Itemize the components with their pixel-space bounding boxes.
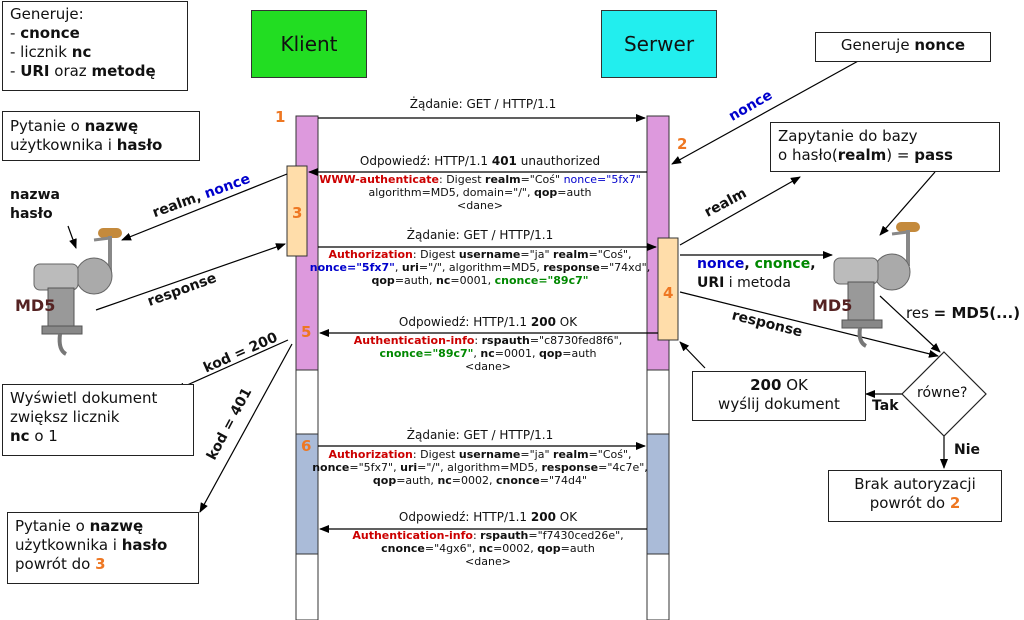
db-query-box: Zapytanie do bazy o hasło(realm) = pass [770,122,1000,172]
step-6: 6 [301,437,312,455]
ask-user-box: Pytanie o nazwę użytkownika i hasło [2,111,200,161]
res-md5-label: res = MD5(...) [906,304,1021,322]
decision-no-label: Nie [954,442,981,458]
decision-yes-label: Tak [872,398,899,414]
md5-left-label: MD5 [15,296,56,315]
step-2: 2 [677,135,688,153]
step-1: 1 [275,108,286,126]
client-generates-box: Generuje: - cnonce - licznik nc - URI or… [2,1,188,91]
no-auth-box: Brak autoryzacji powrót do 2 [828,470,1002,522]
step-5: 5 [301,323,312,341]
client-activation-box [286,165,308,257]
step-3: 3 [292,204,303,222]
arrow-db-to-md5 [879,171,936,236]
md5-right-label: MD5 [812,296,853,315]
server-activation-box [657,237,679,341]
message-1-label: Żądanie: GET / HTTP/1.1 [409,97,557,111]
client-header: Klient [251,10,367,78]
md5-grinder-right-icon [833,222,920,348]
arrow-response-left [95,243,286,311]
message-4-label: Odpowiedź: HTTP/1.1 200 OK Authenticatio… [353,315,623,374]
arrow-kod200 [175,339,289,391]
message-2-label: Odpowiedź: HTTP/1.1 401 unauthorized WWW… [319,154,641,213]
message-3-label: Żądanie: GET / HTTP/1.1 Authorization: D… [309,228,651,288]
arrow-user-to-md5 [67,225,77,249]
arrow-realm-nonce [121,173,288,241]
arrow-generate-nonce [671,59,861,165]
md5-grinder-left-icon [33,228,122,356]
display-document-box: Wyświetl dokument zwiększ licznik nc o 1 [2,384,194,456]
ask-again-box: Pytanie o nazwę użytkownika i hasło powr… [7,512,199,584]
arrow-md5-to-decision [879,295,941,353]
server-generates-box: Generuje nonce [815,32,991,62]
decision-diamond [901,351,987,437]
client-generates-title: Generuje: [10,5,84,23]
send-document-box: 200 OK wyślij dokument [692,371,866,421]
message-6-label: Odpowiedź: HTTP/1.1 200 OK Authenticatio… [352,510,624,569]
arrow-realm-right [679,176,801,246]
nonce-cnonce-label: nonce, cnonce, URI i metoda [697,256,816,291]
nazwa-haslo-label: nazwa hasło [10,187,60,222]
decision-label: równe? [917,385,968,401]
arrow-response-right [679,291,939,358]
message-5-label: Żądanie: GET / HTTP/1.1 Authorization: D… [312,428,648,488]
arrow-kod401 [199,343,293,513]
server-header: Serwer [601,10,717,78]
arrow-send-doc [679,341,706,369]
step-4: 4 [663,284,674,302]
